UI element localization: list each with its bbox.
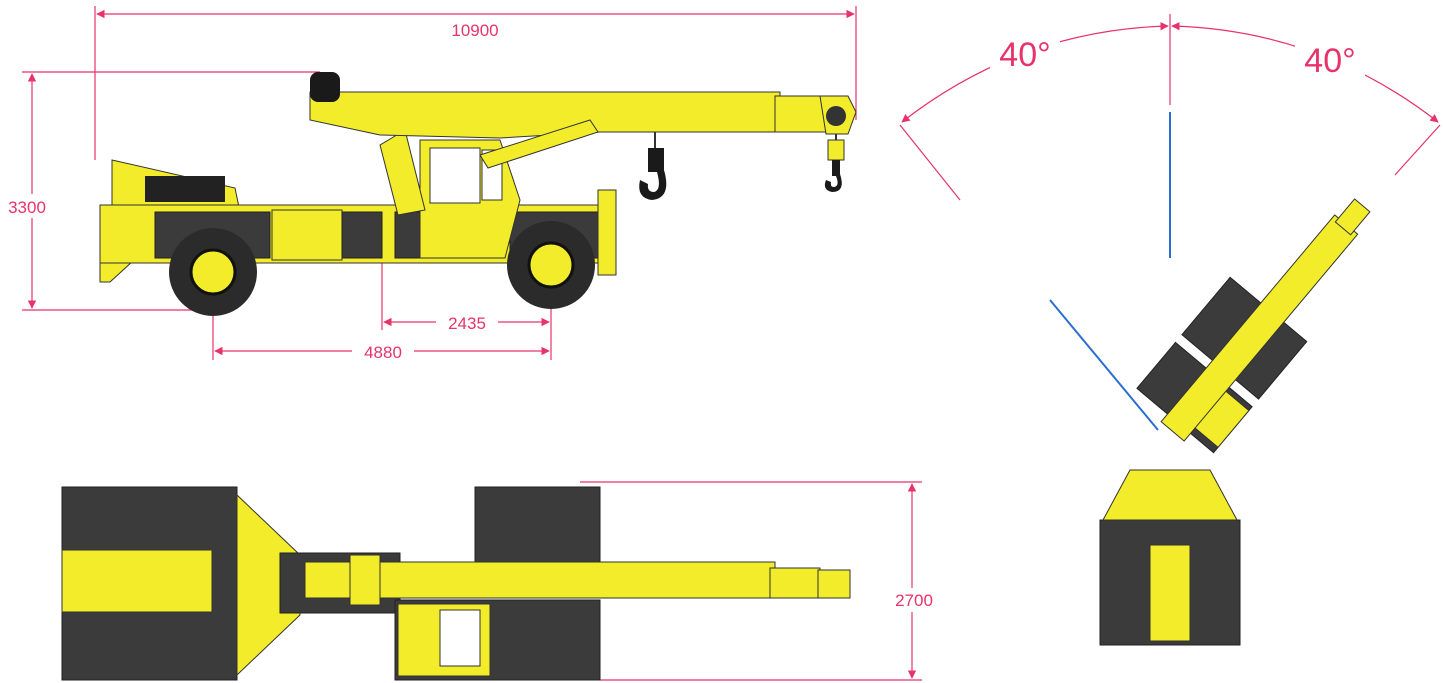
slew-angle-right: 40° — [1304, 42, 1355, 80]
side-view: 10900 3300 2435 4880 — [0, 6, 857, 362]
slew-angle-left: 40° — [999, 36, 1050, 74]
crane-side-silhouette — [99, 72, 857, 316]
wheel-offset-label: 2435 — [448, 314, 486, 333]
width-label: 2700 — [895, 591, 933, 610]
wheelbase-label: 4880 — [364, 343, 402, 362]
slew-angle-arcs: 40° 40° — [899, 14, 1441, 201]
top-view: 2700 — [61, 481, 942, 681]
crane-slewed-silhouette — [1099, 198, 1371, 646]
left-limit-line — [1049, 299, 1159, 431]
wheelbase-dimension: 4880 — [212, 300, 550, 362]
length-label: 10900 — [451, 21, 498, 40]
width-dimension: 2700 — [580, 481, 942, 681]
crane-top-silhouette — [61, 486, 851, 681]
height-dimension: 3300 — [0, 71, 320, 311]
length-dimension: 10900 — [94, 6, 857, 160]
wheel-offset-dimension: 2435 — [381, 262, 552, 360]
slew-view: 40° 40° — [899, 14, 1441, 646]
height-label: 3300 — [8, 198, 46, 217]
